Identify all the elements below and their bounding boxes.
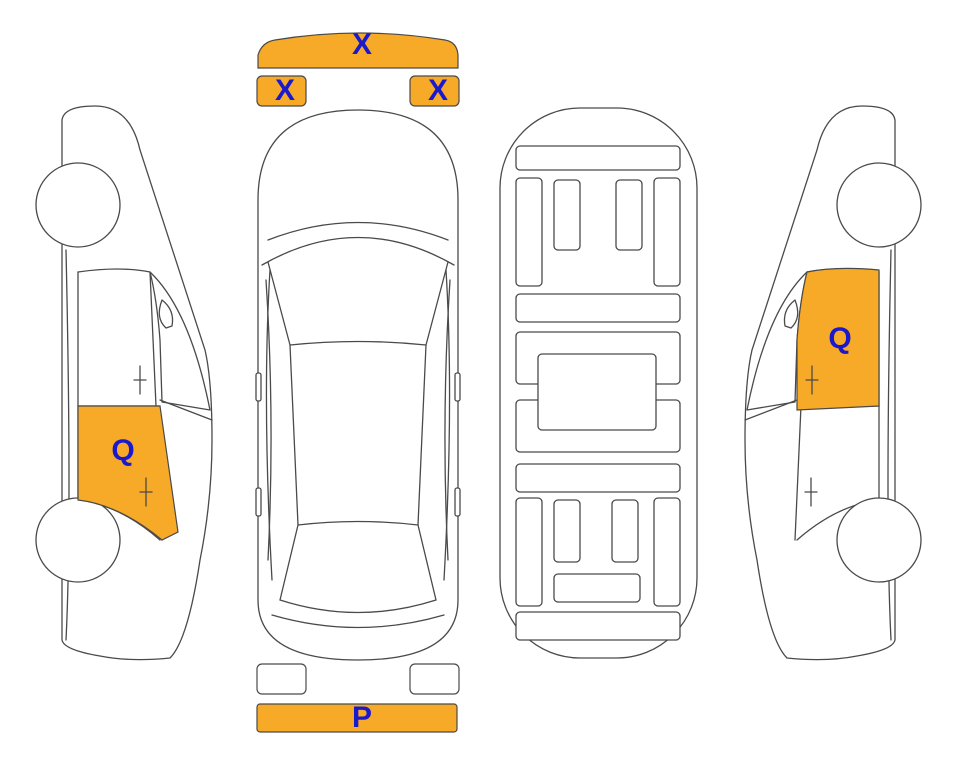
right-headlight-part[interactable]: X (409, 74, 460, 107)
rear-bumper-code: P (352, 701, 372, 734)
right-taillight-part[interactable] (409, 663, 460, 695)
front-bumper-code: X (352, 28, 372, 61)
front-bumper-part[interactable]: X (257, 28, 459, 69)
rear-bumper-shape (256, 703, 458, 733)
left-taillight-shape (256, 663, 307, 695)
right-headlight-shape (409, 75, 460, 107)
right-taillight-shape (409, 663, 460, 695)
right-front-door-shape (796, 267, 880, 411)
left-headlight-part[interactable]: X (256, 74, 307, 107)
left-taillight-part[interactable] (256, 663, 307, 695)
right-front-door-code: Q (828, 322, 851, 355)
left-rear-door-shape (77, 405, 179, 541)
car-left-side-view (35, 105, 213, 661)
car-underbody-view (499, 107, 698, 659)
right-front-door-part[interactable]: Q (796, 267, 880, 411)
front-bumper-shape (257, 32, 459, 69)
left-headlight-code: X (275, 74, 295, 107)
rear-bumper-part[interactable]: P (256, 701, 458, 734)
right-headlight-code: X (428, 74, 448, 107)
left-rear-door-code: Q (111, 434, 134, 467)
left-rear-door-part[interactable]: Q (77, 405, 179, 541)
car-top-view (255, 109, 461, 661)
left-headlight-shape (256, 75, 307, 107)
